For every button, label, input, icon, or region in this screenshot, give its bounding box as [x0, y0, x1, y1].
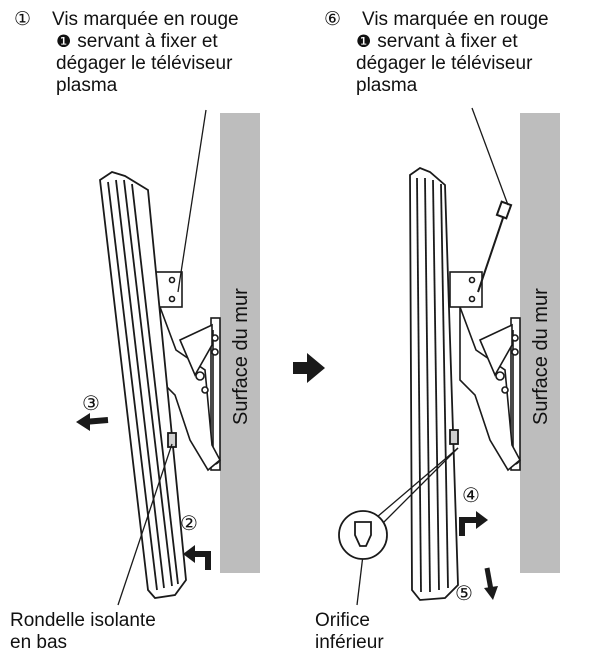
- right-wall-surface: [520, 113, 560, 573]
- left-bottom-label-line2: en bas: [10, 632, 68, 653]
- left-caption-line3: dégager le téléviseur: [56, 53, 233, 74]
- right-bottom-label-line1: Orifice: [315, 610, 370, 631]
- right-caption-line4: plasma: [356, 75, 418, 96]
- right-tilt-arrow-icon: [459, 511, 488, 536]
- right-down-arrow-icon: [484, 567, 498, 600]
- left-leader-lines: [117, 109, 207, 606]
- left-caption-line4: plasma: [56, 75, 118, 96]
- right-hole-callout-icon: [338, 510, 388, 560]
- right-step-down: ⑤: [455, 583, 473, 605]
- left-push-arrow-icon: [76, 413, 109, 431]
- left-step-lift: ②: [180, 513, 198, 535]
- right-wall: Surface du mur: [520, 113, 560, 573]
- right-caption-line3: dégager le téléviseur: [356, 53, 533, 74]
- right-tv-bracket-arm: [449, 271, 522, 472]
- next-step-arrow-icon: [293, 353, 325, 383]
- left-red-screw-bullet-icon: ❶: [56, 32, 72, 51]
- right-step-number: ⑥: [324, 9, 342, 30]
- right-wall-label: Surface du mur: [530, 288, 552, 425]
- left-wall-surface: [220, 113, 260, 573]
- left-wall-label: Surface du mur: [230, 288, 252, 425]
- left-step-number: ①: [14, 9, 32, 30]
- right-step-tilt: ④: [462, 485, 480, 507]
- right-leader-lines: [356, 107, 509, 606]
- left-lift-arrow-icon: [183, 545, 211, 570]
- right-red-screw-bullet-icon: ❶: [356, 32, 372, 51]
- left-step-push: ③: [82, 393, 100, 415]
- left-bottom-label-line1: Rondelle isolante: [10, 610, 156, 631]
- right-bottom-label-line2: inférieur: [315, 632, 384, 653]
- left-plasma-tv: [99, 171, 187, 599]
- right-plasma-tv: [409, 166, 459, 601]
- left-wall: Surface du mur: [220, 113, 260, 573]
- right-removed-screw-icon: [477, 200, 513, 293]
